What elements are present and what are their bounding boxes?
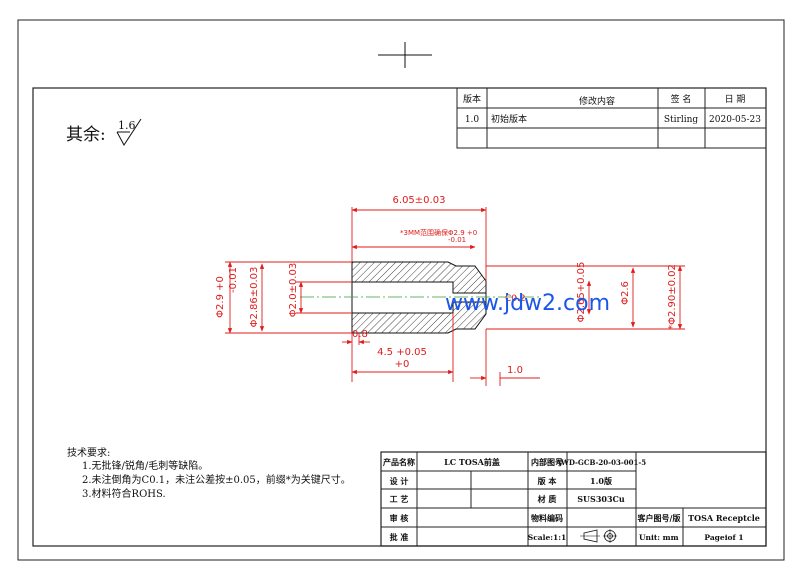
dim-chamfer: C0.2 (505, 294, 526, 304)
tb-material-code-label: 物料编码 (531, 513, 563, 523)
dim-depth-45-tol: +0 (395, 359, 410, 370)
tb-material-label: 材 质 (538, 494, 557, 504)
tb-scale: Scale:1:1 (528, 533, 566, 542)
dim-bore-right: Φ2.65+0.05 (576, 262, 587, 323)
tb-page: Pageiof 1 (704, 533, 743, 542)
hatch-bottom (351, 301, 487, 334)
dim-left-body: Φ2.86±0.03 (249, 267, 260, 328)
part-section (300, 261, 540, 334)
rev-header-content: 修改内容 (579, 95, 615, 107)
dim-len-10: 1.0 (507, 365, 523, 376)
rev-row-signature: Stirling (664, 115, 699, 125)
tech-requirements: 技术要求: 1.无批锋/锐角/毛刺等缺陷。 2.未注倒角为C0.1，未注公差按±… (67, 446, 351, 500)
dim-right-outer: *Φ2.90±0.02 (667, 264, 678, 330)
tb-version: 1.0版 (590, 476, 612, 486)
dim-note-star-tol: -0.01 (448, 236, 466, 244)
tb-review-label: 审 核 (390, 513, 409, 523)
dimensions: 6.05±0.03 *3MM范围确保Φ2.9 +0 -0.01 Φ2.9 +0 … (215, 195, 685, 386)
projection-symbol-icon (580, 529, 617, 543)
tb-unit: Unit: mm (639, 533, 679, 542)
hatch-top (351, 261, 487, 294)
title-block: 产品名称 LC TOSA前盖 内部图号 AWD-GCB-20-03-001-5 … (380, 451, 767, 547)
center-mark (378, 42, 432, 68)
rev-row-version: 1.0 (465, 115, 480, 125)
surface-finish-label: 其余: (66, 125, 106, 145)
dim-depth-45: 4.5 +0.05 (377, 347, 427, 358)
tech-req-item: 3.材料符合ROHS. (82, 487, 166, 500)
watermark: www.jdw2.com (445, 291, 610, 316)
tb-approve-label: 批 准 (390, 532, 409, 542)
tb-process-label: 工 艺 (390, 494, 409, 504)
rev-header-date: 日 期 (725, 94, 746, 105)
dim-overall-length: 6.05±0.03 (393, 195, 446, 206)
tb-material: SUS303Cu (577, 494, 625, 504)
surface-finish-value: 1.6 (118, 119, 136, 132)
tech-req-item: 1.无批锋/锐角/毛刺等缺陷。 (82, 459, 208, 472)
tb-customer-drawing-label: 客户图号/版 (637, 513, 681, 523)
tech-req-title: 技术要求: (67, 446, 110, 459)
dim-step-08: 0.8 (352, 329, 368, 340)
tb-internal-no-label: 内部图号 (531, 457, 563, 467)
tb-product-name: LC TOSA前盖 (444, 457, 500, 467)
rev-row-date: 2020-05-23 (709, 115, 761, 125)
tech-req-item: 2.未注倒角为C0.1，未注公差按±0.05，前缀*为关键尺寸。 (82, 473, 351, 486)
dim-left-outer-tol: -0.01 (228, 267, 239, 293)
dim-bore-left: Φ2.0±0.03 (288, 263, 299, 317)
surface-finish-symbol (116, 118, 142, 146)
outer-frame (17, 19, 785, 561)
dim-left-outer: Φ2.9 +0 (215, 276, 226, 318)
rev-header-version: 版本 (463, 93, 481, 105)
rev-row-content: 初始版本 (491, 113, 527, 125)
tb-product-name-label: 产品名称 (383, 457, 415, 467)
tb-version-label: 版 本 (537, 476, 557, 486)
tb-customer-drawing: TOSA Receptcle (688, 513, 760, 523)
dim-right-26: Φ2.6 (620, 281, 631, 305)
surface-finish: 其余: 1.6 (66, 118, 142, 146)
revision-table: 版本 修改内容 签 名 日 期 1.0 初始版本 Stirling 2020-0… (456, 87, 767, 149)
tb-internal-no: AWD-GCB-20-03-001-5 (555, 458, 646, 467)
dim-note-star: *3MM范围确保Φ2.9 +0 (400, 228, 477, 237)
tb-design-label: 设 计 (390, 476, 409, 486)
rev-header-signature: 签 名 (671, 93, 692, 105)
